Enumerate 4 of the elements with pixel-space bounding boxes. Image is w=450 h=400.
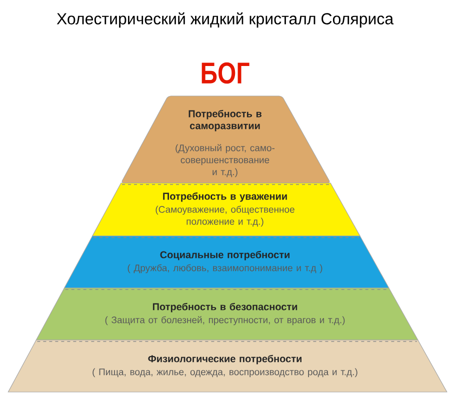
pyramid-level: Потребность в саморазвитии (Духовный рост, само-совершенствование и т.д.) xyxy=(122,96,330,184)
pyramid-level: Потребность в безопасности ( Защита от болезней, преступности, от врагов и т.д.) xyxy=(36,288,418,340)
title: Холестирический жидкий кристалл Соляриса xyxy=(56,12,394,28)
pyramid-level: Физиологические потребности ( Пища, вода, жилье, одежда, воспроизводство рода и т.д.) xyxy=(8,340,448,392)
